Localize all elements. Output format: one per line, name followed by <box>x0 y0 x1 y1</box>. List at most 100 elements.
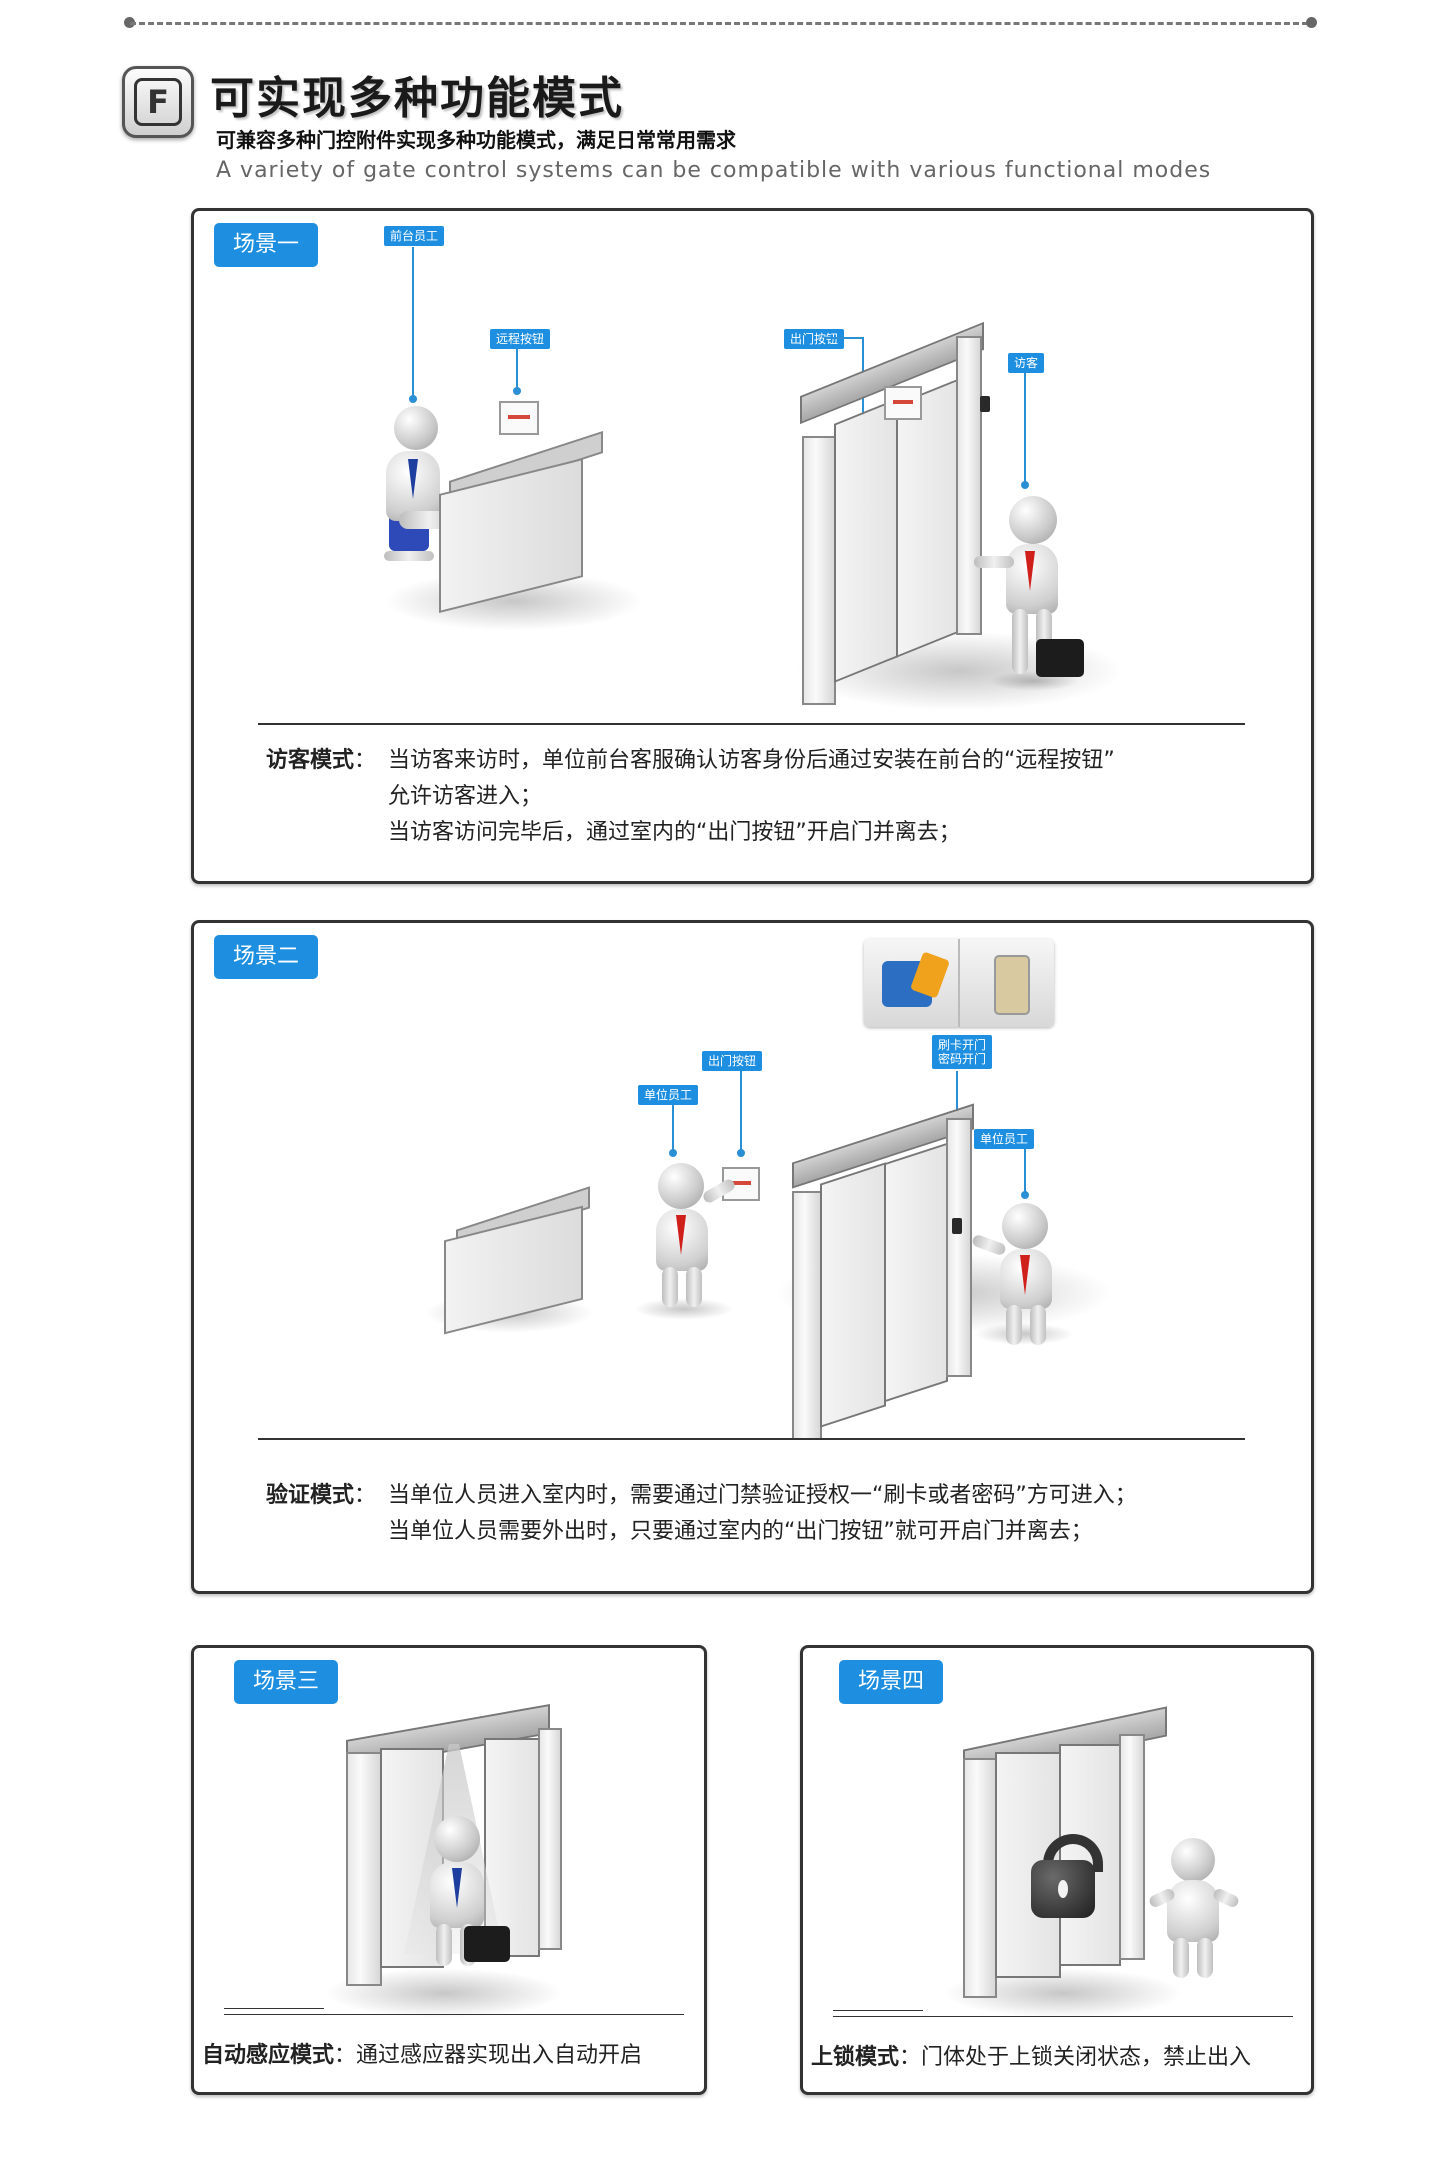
section-subtitle-en: A variety of gate control systems can be… <box>216 158 1212 183</box>
leader-exit-button-h <box>824 337 864 339</box>
scene2-line-1: 当单位人员进入室内时，需要通过门禁验证授权一“刷卡或者密码”方可进入； <box>388 1483 1137 1508</box>
door2-frame-right <box>946 1118 972 1377</box>
image-divider <box>958 939 960 1027</box>
door1-card-reader <box>980 396 990 412</box>
staff-right-leg-b <box>1030 1305 1046 1345</box>
door3-frame-right <box>538 1728 562 1950</box>
label-card-line1: 刷卡开门 <box>938 1038 987 1052</box>
door1-leaf-left <box>834 398 898 683</box>
section-subtitle: 可兼容多种门控附件实现多种功能模式，满足日常常用需求 <box>216 128 736 152</box>
label-exit-button-2: 出门按钮 <box>702 1051 763 1071</box>
keyhole <box>1058 1880 1068 1898</box>
label-visitor: 访客 <box>1008 353 1045 373</box>
rule-dot-left <box>124 17 135 28</box>
scene2-line-2: 当单位人员需要外出时，只要通过室内的“出门按钮”就可开启门并离去； <box>388 1519 1093 1544</box>
scene1-line-1: 当访客来访时，单位前台客服确认访客身份后通过安装在前台的“远程按钮” <box>388 748 1115 773</box>
label-exit-button: 出门按钮 <box>784 329 845 349</box>
scene1-divider <box>258 723 1245 725</box>
remote-button-device <box>499 401 539 435</box>
leader-dot-visitor <box>1021 481 1029 489</box>
staff-left-tie <box>676 1215 686 1255</box>
staff-right-head <box>1002 1203 1048 1249</box>
leader-staff-left <box>672 1105 674 1150</box>
badge-letter: F <box>134 78 182 126</box>
bystander-torso <box>1167 1880 1219 1942</box>
staff-right-tie <box>1020 1255 1030 1295</box>
staff-left-head <box>658 1163 704 1209</box>
door2-frame-left <box>792 1191 822 1440</box>
scene3-divider <box>224 2014 684 2015</box>
staff-right-shadow <box>974 1323 1074 1345</box>
scene1-line-3: 当访客访问完毕后，通过室内的“出门按钮”开启门并离去； <box>388 820 961 845</box>
scene2-divider <box>258 1438 1245 1440</box>
walker-leg-a <box>436 1924 452 1966</box>
leader-dot-exit-button-2 <box>737 1149 745 1157</box>
scene4-line: 门体处于上锁关闭状态，禁止出入 <box>921 2045 1252 2070</box>
door2-leaf-left <box>820 1162 886 1428</box>
bystander-leg-a <box>1173 1938 1189 1978</box>
scene3-line: 通过感应器实现出入自动开启 <box>356 2043 643 2068</box>
chair-base <box>384 551 434 561</box>
staff-left-leg-a <box>662 1267 678 1307</box>
scene3-panel: 场景三 自动感应模式：通过感应器实现出入自动开启 <box>191 1645 707 2095</box>
section-title: 可实现多种功能模式 <box>210 73 624 124</box>
walker-briefcase-icon <box>464 1926 510 1962</box>
visitor-tie <box>1025 551 1035 591</box>
label-staff-right: 单位员工 <box>974 1129 1035 1149</box>
label-remote-button: 远程按钮 <box>490 329 551 349</box>
leader-front-staff <box>412 247 414 397</box>
scene4-text: 上锁模式：门体处于上锁关闭状态，禁止出入 <box>811 2045 1252 2070</box>
staff-left-leg-b <box>686 1267 702 1307</box>
leader-dot-remote-button <box>513 387 521 395</box>
scene4-divider-short <box>833 2010 923 2011</box>
scene2-panel: 场景二 刷卡开门 密码开门 单位员工 出门按钮 单位员工 验证模式 <box>191 920 1314 1594</box>
door3-frame-left <box>346 1752 382 1986</box>
scene3-text: 自动感应模式：通过感应器实现出入自动开启 <box>202 2043 643 2068</box>
leader-remote-button <box>516 349 518 389</box>
visitor-leg-left <box>1012 609 1028 674</box>
card-password-image <box>864 939 1054 1027</box>
door4-frame-right <box>1119 1734 1145 1960</box>
label-card-password: 刷卡开门 密码开门 <box>932 1035 993 1069</box>
door2-card-reader <box>952 1218 962 1234</box>
rule-dot-right <box>1306 17 1317 28</box>
scene4-panel: 场景四 上锁模式：门体处于上锁关闭状态，禁止出入 <box>800 1645 1314 2095</box>
staff-tie <box>408 459 418 499</box>
scene1-line-2: 允许访客进入； <box>388 784 543 809</box>
leader-visitor <box>1024 373 1026 483</box>
scene4-divider <box>833 2016 1293 2017</box>
scene2-mode-title: 验证模式： <box>266 1483 377 1508</box>
scene3-tag: 场景三 <box>234 1660 338 1704</box>
label-card-line2: 密码开门 <box>938 1052 987 1066</box>
bystander-leg-b <box>1197 1938 1213 1978</box>
visitor-arm <box>974 556 1014 568</box>
walker-tie <box>452 1868 462 1908</box>
walker-head <box>434 1816 480 1862</box>
label-front-staff: 前台员工 <box>384 226 445 246</box>
card-icon <box>910 951 950 999</box>
label-staff-left: 单位员工 <box>638 1085 699 1105</box>
door1-exit-button-device <box>884 386 922 420</box>
staff-head <box>394 406 438 450</box>
door4-frame-left <box>963 1758 997 1998</box>
door3-leaf-right <box>484 1738 540 1957</box>
leader-dot-staff-left <box>669 1149 677 1157</box>
door2-leaf-right <box>884 1142 948 1403</box>
door1-leaf-right <box>896 378 960 658</box>
scene3-divider-short <box>224 2008 324 2009</box>
leader-exit-button-2 <box>740 1071 742 1151</box>
keypad-icon <box>994 955 1030 1015</box>
padlock-shackle <box>1043 1834 1103 1872</box>
briefcase-icon <box>1036 639 1084 677</box>
door1-frame-left <box>802 436 836 705</box>
bystander-head <box>1171 1838 1215 1882</box>
leader-dot-staff-right <box>1021 1191 1029 1199</box>
scene1-panel: 场景一 前台员工 远程按钮 出门按钮 访客 访客模式： 当访客来访时，单位前台客… <box>191 208 1314 884</box>
leader-dot-front-staff <box>409 395 417 403</box>
visitor-head <box>1009 496 1057 544</box>
scene1-mode-title: 访客模式： <box>266 748 377 773</box>
scene2-tag: 场景二 <box>214 935 318 979</box>
staff-right-leg-a <box>1006 1305 1022 1345</box>
leader-staff-right <box>1024 1149 1026 1194</box>
staff-left-shadow <box>634 1298 734 1320</box>
